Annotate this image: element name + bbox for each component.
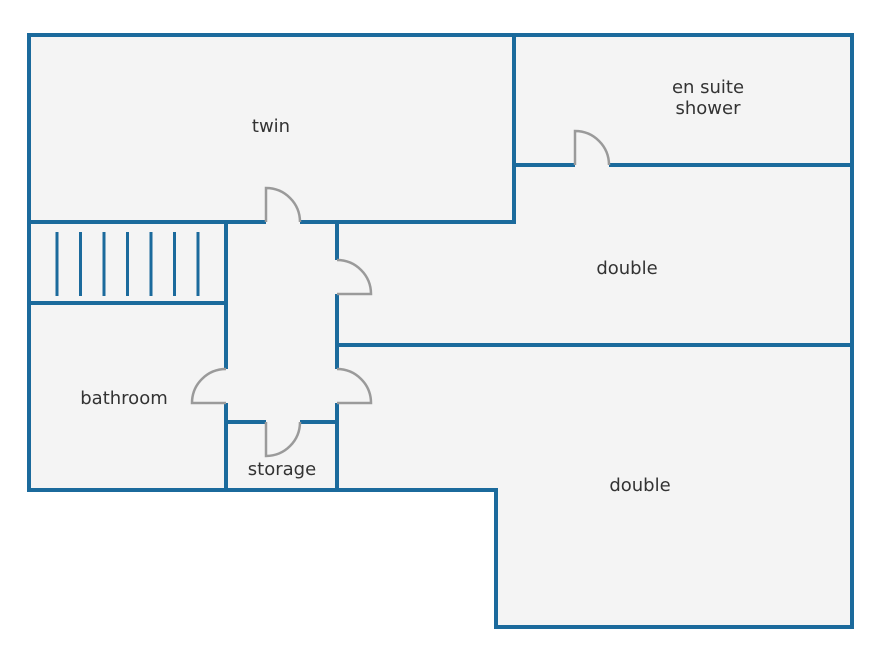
floor-area [29, 35, 852, 627]
room-label-twin: twin [252, 116, 290, 137]
room-label-double-upper: double [596, 258, 657, 279]
door-bathroom-icon [190, 367, 227, 405]
room-label-double-lower: double [609, 475, 670, 496]
door-ensuite-icon [573, 129, 611, 166]
door-double-upper-icon [336, 258, 373, 296]
outer-wall [27, 33, 854, 629]
door-openings [223, 162, 609, 425]
room-label-ensuite-line1: en suite [672, 77, 744, 98]
staircase [55, 232, 200, 296]
door-double-lower-icon [336, 367, 373, 405]
room-label-ensuite-line2: shower [676, 98, 742, 119]
door-storage-icon [264, 421, 302, 458]
door-twin-icon [264, 186, 302, 223]
room-label-bathroom: bathroom [80, 388, 168, 409]
room-labels: twin en suite shower double double bathr… [80, 77, 744, 496]
room-label-storage: storage [248, 459, 316, 480]
doors [190, 129, 611, 458]
